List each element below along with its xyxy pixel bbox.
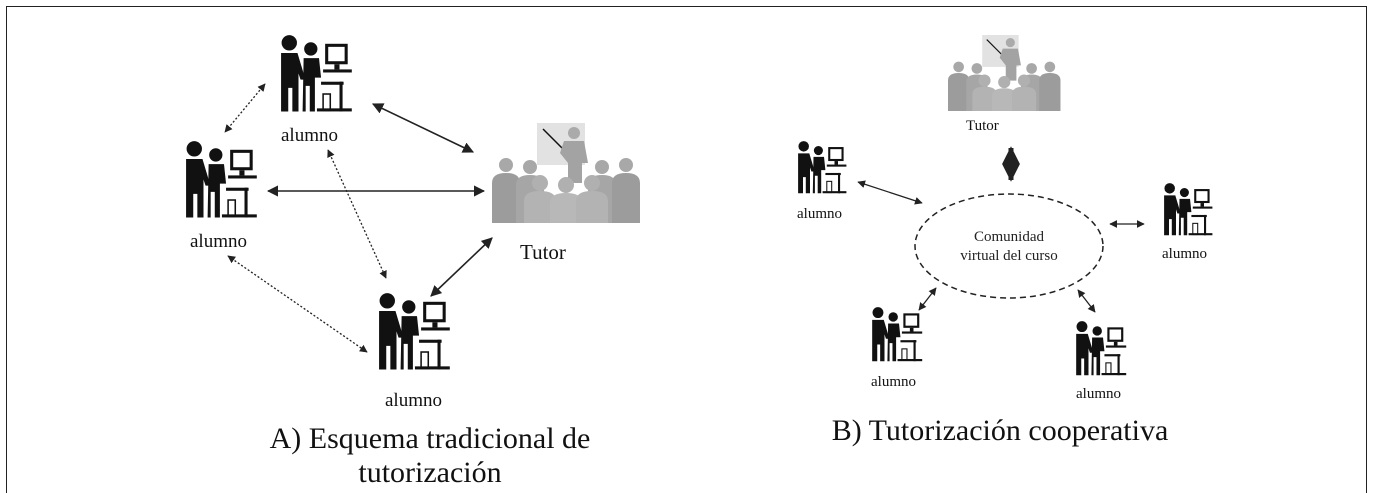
arrow-student-student	[224, 83, 266, 133]
panel-a	[185, 34, 641, 370]
student-icon	[185, 140, 258, 218]
tutor-icon	[492, 122, 641, 224]
arrow-student-tutor	[371, 103, 475, 153]
student-label: alumno	[1076, 386, 1121, 402]
figure-frame	[6, 6, 1367, 493]
caption-a-line2: tutorización	[358, 456, 502, 489]
student-icon	[280, 34, 353, 112]
student-icon	[871, 306, 923, 362]
caption-b: B) Tutorización cooperativa	[831, 414, 1169, 447]
arrow-student-student	[227, 255, 368, 353]
student-label: alumno	[281, 125, 338, 146]
community-label-line1: Comunidad	[974, 229, 1044, 245]
arrow-student-tutor	[430, 237, 493, 297]
student-label: alumno	[190, 231, 247, 252]
student-icon	[1163, 182, 1213, 236]
student-icon	[378, 292, 451, 370]
caption-a-line1: A) Esquema tradicional de	[269, 422, 591, 455]
tutor-label: Tutor	[520, 240, 566, 264]
arrow-student-community	[1077, 289, 1096, 313]
community-label-line2: virtual del curso	[960, 248, 1058, 264]
tutor-label: Tutor	[966, 118, 999, 134]
student-icon	[1075, 320, 1127, 376]
student-label: alumno	[1162, 246, 1207, 262]
student-icon	[797, 140, 847, 194]
tutor-icon	[948, 34, 1062, 112]
arrow-student-student	[327, 149, 387, 279]
student-label: alumno	[871, 374, 916, 390]
arrow-student-community	[918, 287, 937, 311]
panel-b	[797, 34, 1213, 376]
arrow-student-community	[857, 180, 923, 205]
student-label: alumno	[797, 206, 842, 222]
community-ellipse	[914, 193, 1104, 299]
student-label: alumno	[385, 390, 442, 411]
